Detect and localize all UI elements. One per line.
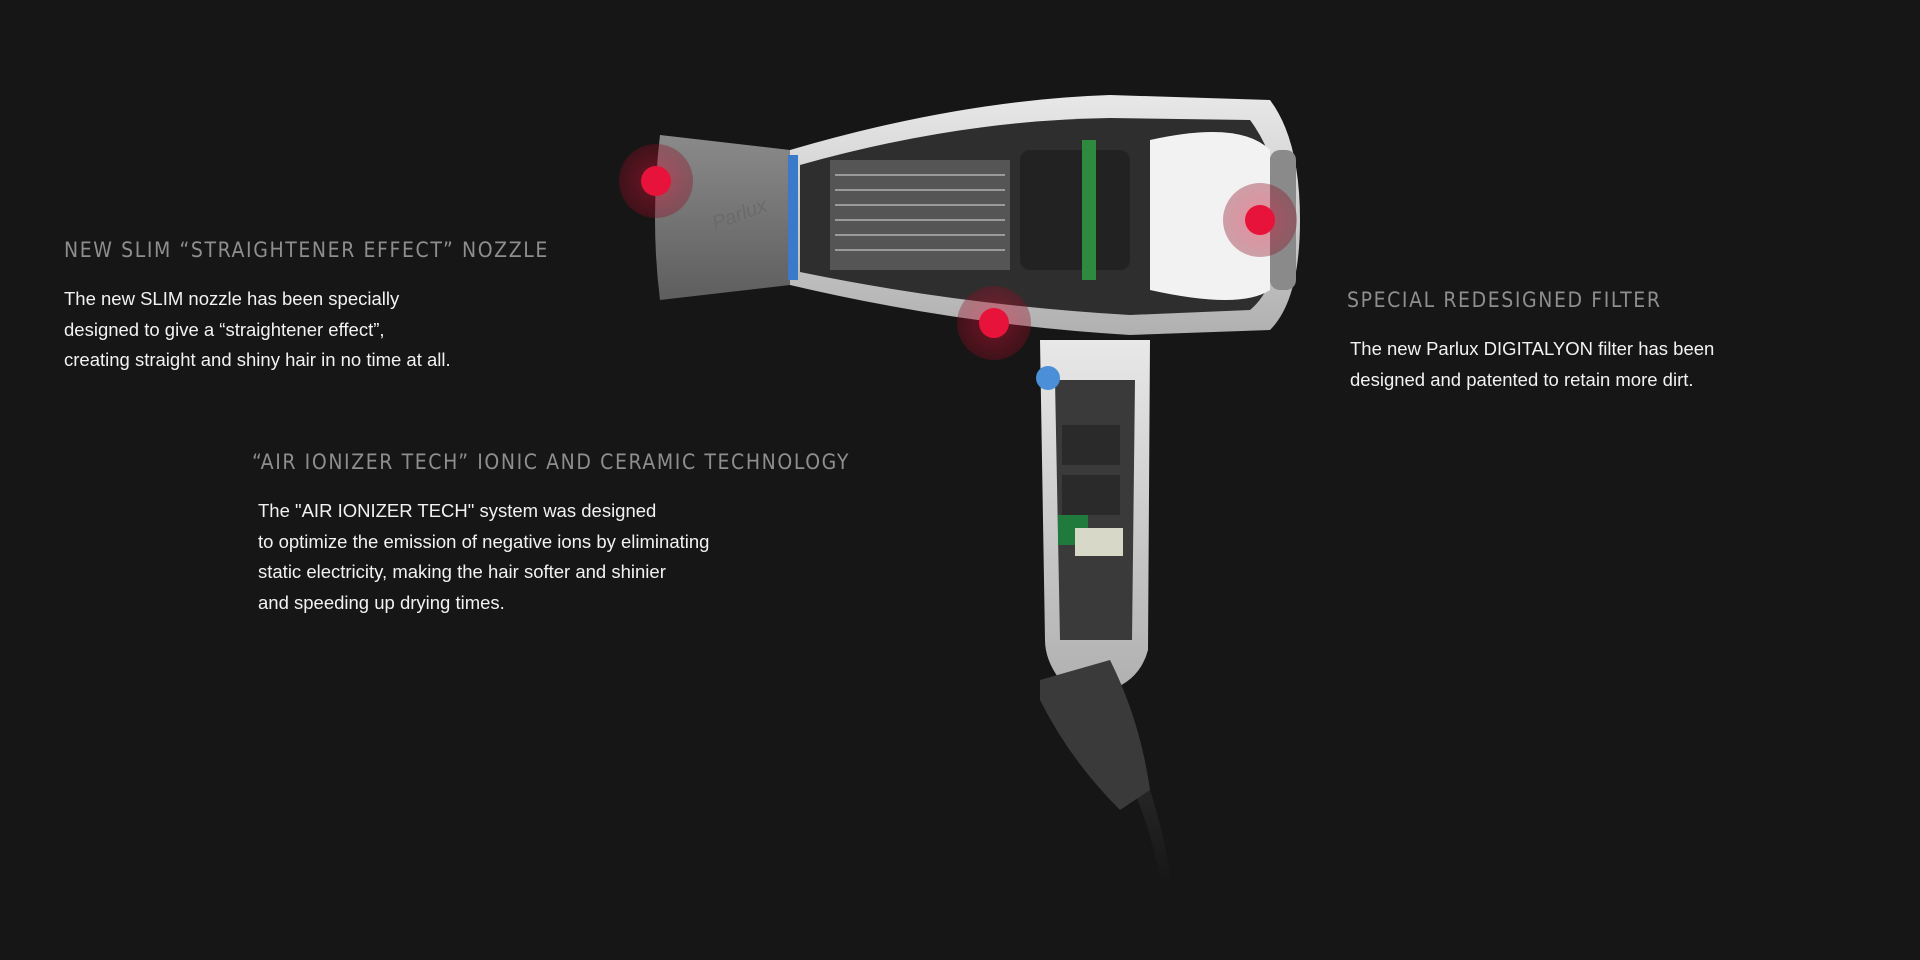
feature-ionizer: “AIR IONIZER TECH” IONIC AND CERAMIC TEC… (252, 450, 850, 618)
description-line: designed and patented to retain more dir… (1350, 368, 1694, 390)
description-line: designed to give a “straightener effect”… (64, 318, 385, 340)
description-line: static electricity, making the hair soft… (258, 561, 666, 582)
description-line: The new SLIM nozzle has been specially (64, 288, 400, 309)
feature-title: “AIR IONIZER TECH” IONIC AND CERAMIC TEC… (252, 450, 851, 474)
feature-nozzle: NEW SLIM “STRAIGHTENER EFFECT” NOZZLE Th… (64, 238, 549, 376)
description-line: creating straight and shiny hair in no t… (64, 349, 451, 370)
description-line: and speeding up drying times. (258, 591, 505, 613)
hotspot-ionizer[interactable] (957, 286, 1031, 360)
feature-description: The "AIR IONIZER TECH" system was design… (258, 496, 850, 618)
feature-title: NEW SLIM “STRAIGHTENER EFFECT” NOZZLE (64, 238, 549, 262)
feature-description: The new Parlux DIGITALYON filter has bee… (1350, 334, 1714, 395)
description-line: The new Parlux DIGITALYON filter has bee… (1350, 338, 1715, 359)
description-line: to optimize the emission of negative ion… (258, 530, 710, 552)
description-line: The "AIR IONIZER TECH" system was design… (258, 500, 657, 521)
hotspot-filter[interactable] (1223, 183, 1297, 257)
feature-title: SPECIAL REDESIGNED FILTER (1347, 288, 1662, 312)
feature-filter: SPECIAL REDESIGNED FILTER The new Parlux… (1347, 288, 1714, 395)
feature-description: The new SLIM nozzle has been specially d… (64, 284, 549, 376)
hotspot-nozzle[interactable] (619, 144, 693, 218)
